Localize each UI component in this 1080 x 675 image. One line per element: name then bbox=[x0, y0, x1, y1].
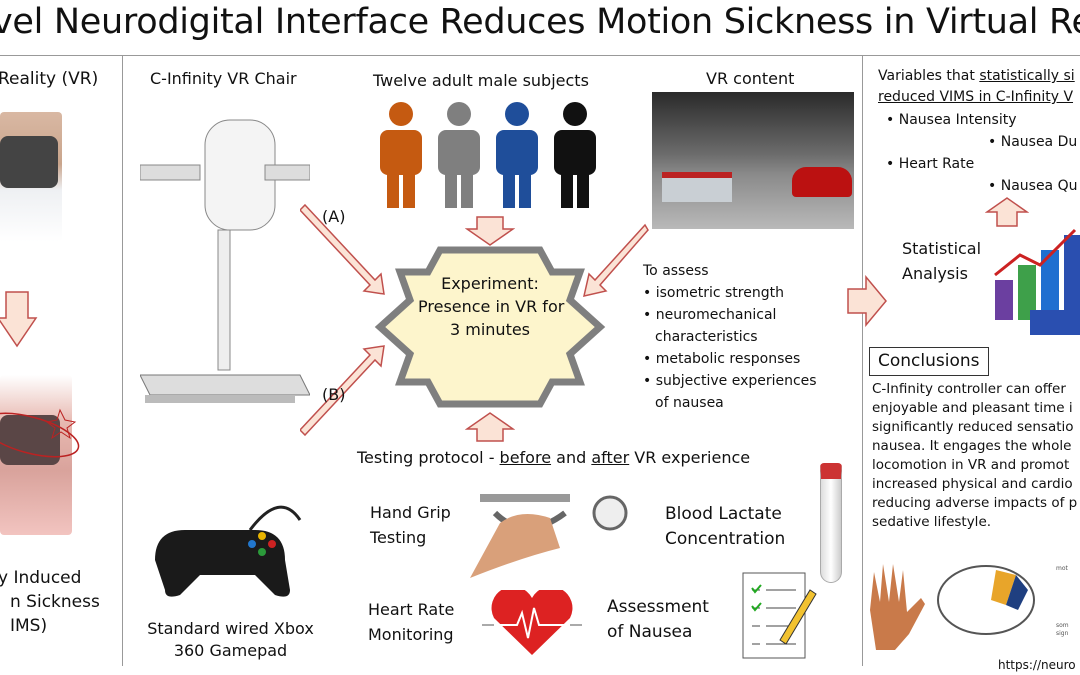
label-line: Blood Lactate bbox=[665, 504, 782, 524]
label-line: Analysis bbox=[902, 264, 968, 283]
variable-item: • Heart Rate bbox=[886, 156, 975, 172]
assess-item: metabolic responses bbox=[655, 351, 801, 367]
variable-item: • Nausea Intensity bbox=[886, 112, 1017, 128]
assess-item: isometric strength bbox=[655, 285, 784, 301]
hand-dynamometer-image bbox=[460, 478, 630, 578]
down-arrow-icon bbox=[0, 291, 38, 348]
conclusions-heading: Conclusions bbox=[869, 347, 989, 376]
up-arrow-icon bbox=[465, 412, 515, 442]
checklist-icon bbox=[742, 572, 817, 659]
text-line: increased physical and cardio bbox=[872, 476, 1073, 492]
subjects-figures bbox=[378, 100, 598, 210]
assess-item: subjective experiences bbox=[655, 373, 817, 389]
person-icon bbox=[554, 102, 596, 208]
arrow-from-vr bbox=[583, 223, 649, 297]
text-line: reducing adverse impacts of p bbox=[872, 495, 1078, 511]
hand-brain-diagram: mot som sign bbox=[870, 564, 1069, 650]
experiment-line: Experiment: bbox=[441, 274, 539, 293]
label-line: Statistical bbox=[902, 239, 982, 258]
variable-item: • Nausea Qu bbox=[988, 178, 1078, 194]
text-line: locomotion in VR and promot bbox=[872, 457, 1070, 473]
caption-line: 360 Gamepad bbox=[173, 641, 288, 660]
label-line: Heart Rate bbox=[368, 600, 455, 619]
caption-line: n Sickness bbox=[10, 592, 100, 612]
label-line: Assessment bbox=[607, 597, 709, 617]
conclusions-text: C-Infinity controller can offer enjoyabl… bbox=[872, 380, 1077, 532]
experiment-line: Presence in VR for bbox=[418, 297, 565, 316]
blood-tube-image bbox=[820, 463, 842, 583]
gamepad-image bbox=[155, 505, 302, 597]
heart-icon bbox=[482, 590, 582, 655]
vr-chair-image bbox=[139, 110, 311, 410]
heading-text: Variables that bbox=[878, 68, 980, 84]
page-title: vel Neurodigital Interface Reduces Motio… bbox=[0, 2, 1080, 42]
protocol-text: VR experience bbox=[629, 448, 751, 467]
experiment-line: 3 minutes bbox=[449, 320, 531, 339]
label-line: Monitoring bbox=[368, 625, 454, 644]
vr-content-label: VR content bbox=[706, 69, 795, 88]
variables-heading: Variables that statistically si reduced … bbox=[878, 66, 1075, 108]
statistics-chart-icon bbox=[994, 228, 1080, 335]
diagram-label: sign bbox=[1056, 630, 1069, 637]
diagram-label: mot bbox=[1056, 565, 1069, 572]
person-icon bbox=[380, 102, 422, 208]
label-line: Concentration bbox=[665, 529, 786, 549]
person-icon bbox=[438, 102, 480, 208]
vims-caption: y Induced n Sickness IMS) bbox=[0, 566, 100, 638]
text-line: significantly reduced sensatio bbox=[872, 419, 1074, 435]
right-arrow-icon bbox=[847, 275, 887, 327]
vr-user-image bbox=[0, 112, 62, 242]
caption-line: Standard wired Xbox bbox=[147, 619, 314, 638]
source-url[interactable]: https://neuro bbox=[998, 658, 1076, 672]
protocol-before: before bbox=[499, 448, 552, 467]
protocol-label: Testing protocol - before and after VR e… bbox=[357, 447, 750, 469]
label-line: Hand Grip bbox=[370, 503, 451, 522]
assess-item: neuromechanical bbox=[655, 307, 777, 323]
vims-user-image bbox=[0, 375, 80, 535]
protocol-text: Testing protocol - bbox=[357, 448, 500, 467]
arrows-ab bbox=[300, 203, 385, 437]
person-icon bbox=[496, 102, 538, 208]
caption-line: y Induced bbox=[0, 568, 82, 588]
path-b-label: (B) bbox=[322, 385, 346, 404]
assess-heading: To assess bbox=[643, 263, 709, 279]
text-line: sedative lifestyle. bbox=[872, 514, 992, 530]
protocol-after: after bbox=[591, 448, 630, 467]
up-arrow-icon bbox=[985, 197, 1029, 227]
text-line: enjoyable and pleasant time i bbox=[872, 400, 1073, 416]
chair-label: C-Infinity VR Chair bbox=[150, 69, 297, 88]
experiment-gear bbox=[374, 246, 606, 408]
label-line: Testing bbox=[370, 528, 427, 547]
divider bbox=[862, 56, 863, 666]
text-line: C-Infinity controller can offer bbox=[872, 381, 1066, 397]
assess-block: To assess • isometric strength • neurome… bbox=[643, 260, 817, 414]
assess-item: characteristics bbox=[655, 329, 758, 345]
diagram-label: som bbox=[1056, 622, 1069, 629]
assess-item: of nausea bbox=[655, 395, 724, 411]
variable-item: • Nausea Du bbox=[988, 134, 1078, 150]
vr-content-image bbox=[652, 92, 854, 229]
divider bbox=[122, 56, 123, 666]
experiment-text: Experiment: Presence in VR for 3 minutes bbox=[418, 272, 565, 341]
protocol-text: and bbox=[551, 448, 592, 467]
heading-text: reduced VIMS in C-Infinity V bbox=[878, 89, 1074, 105]
label-line: of Nausea bbox=[607, 622, 693, 642]
subjects-label: Twelve adult male subjects bbox=[373, 71, 589, 90]
caption-line: IMS) bbox=[10, 616, 48, 636]
vr-heading: Reality (VR) bbox=[0, 69, 99, 89]
divider bbox=[0, 55, 1080, 56]
text-line: nausea. It engages the whole bbox=[872, 438, 1072, 454]
path-a-label: (A) bbox=[322, 207, 346, 226]
nausea-label: Assessment of Nausea bbox=[607, 595, 709, 645]
gamepad-caption: Standard wired Xbox 360 Gamepad bbox=[143, 618, 318, 662]
down-arrow-icon bbox=[465, 216, 515, 246]
heading-text: statistically si bbox=[979, 68, 1075, 84]
